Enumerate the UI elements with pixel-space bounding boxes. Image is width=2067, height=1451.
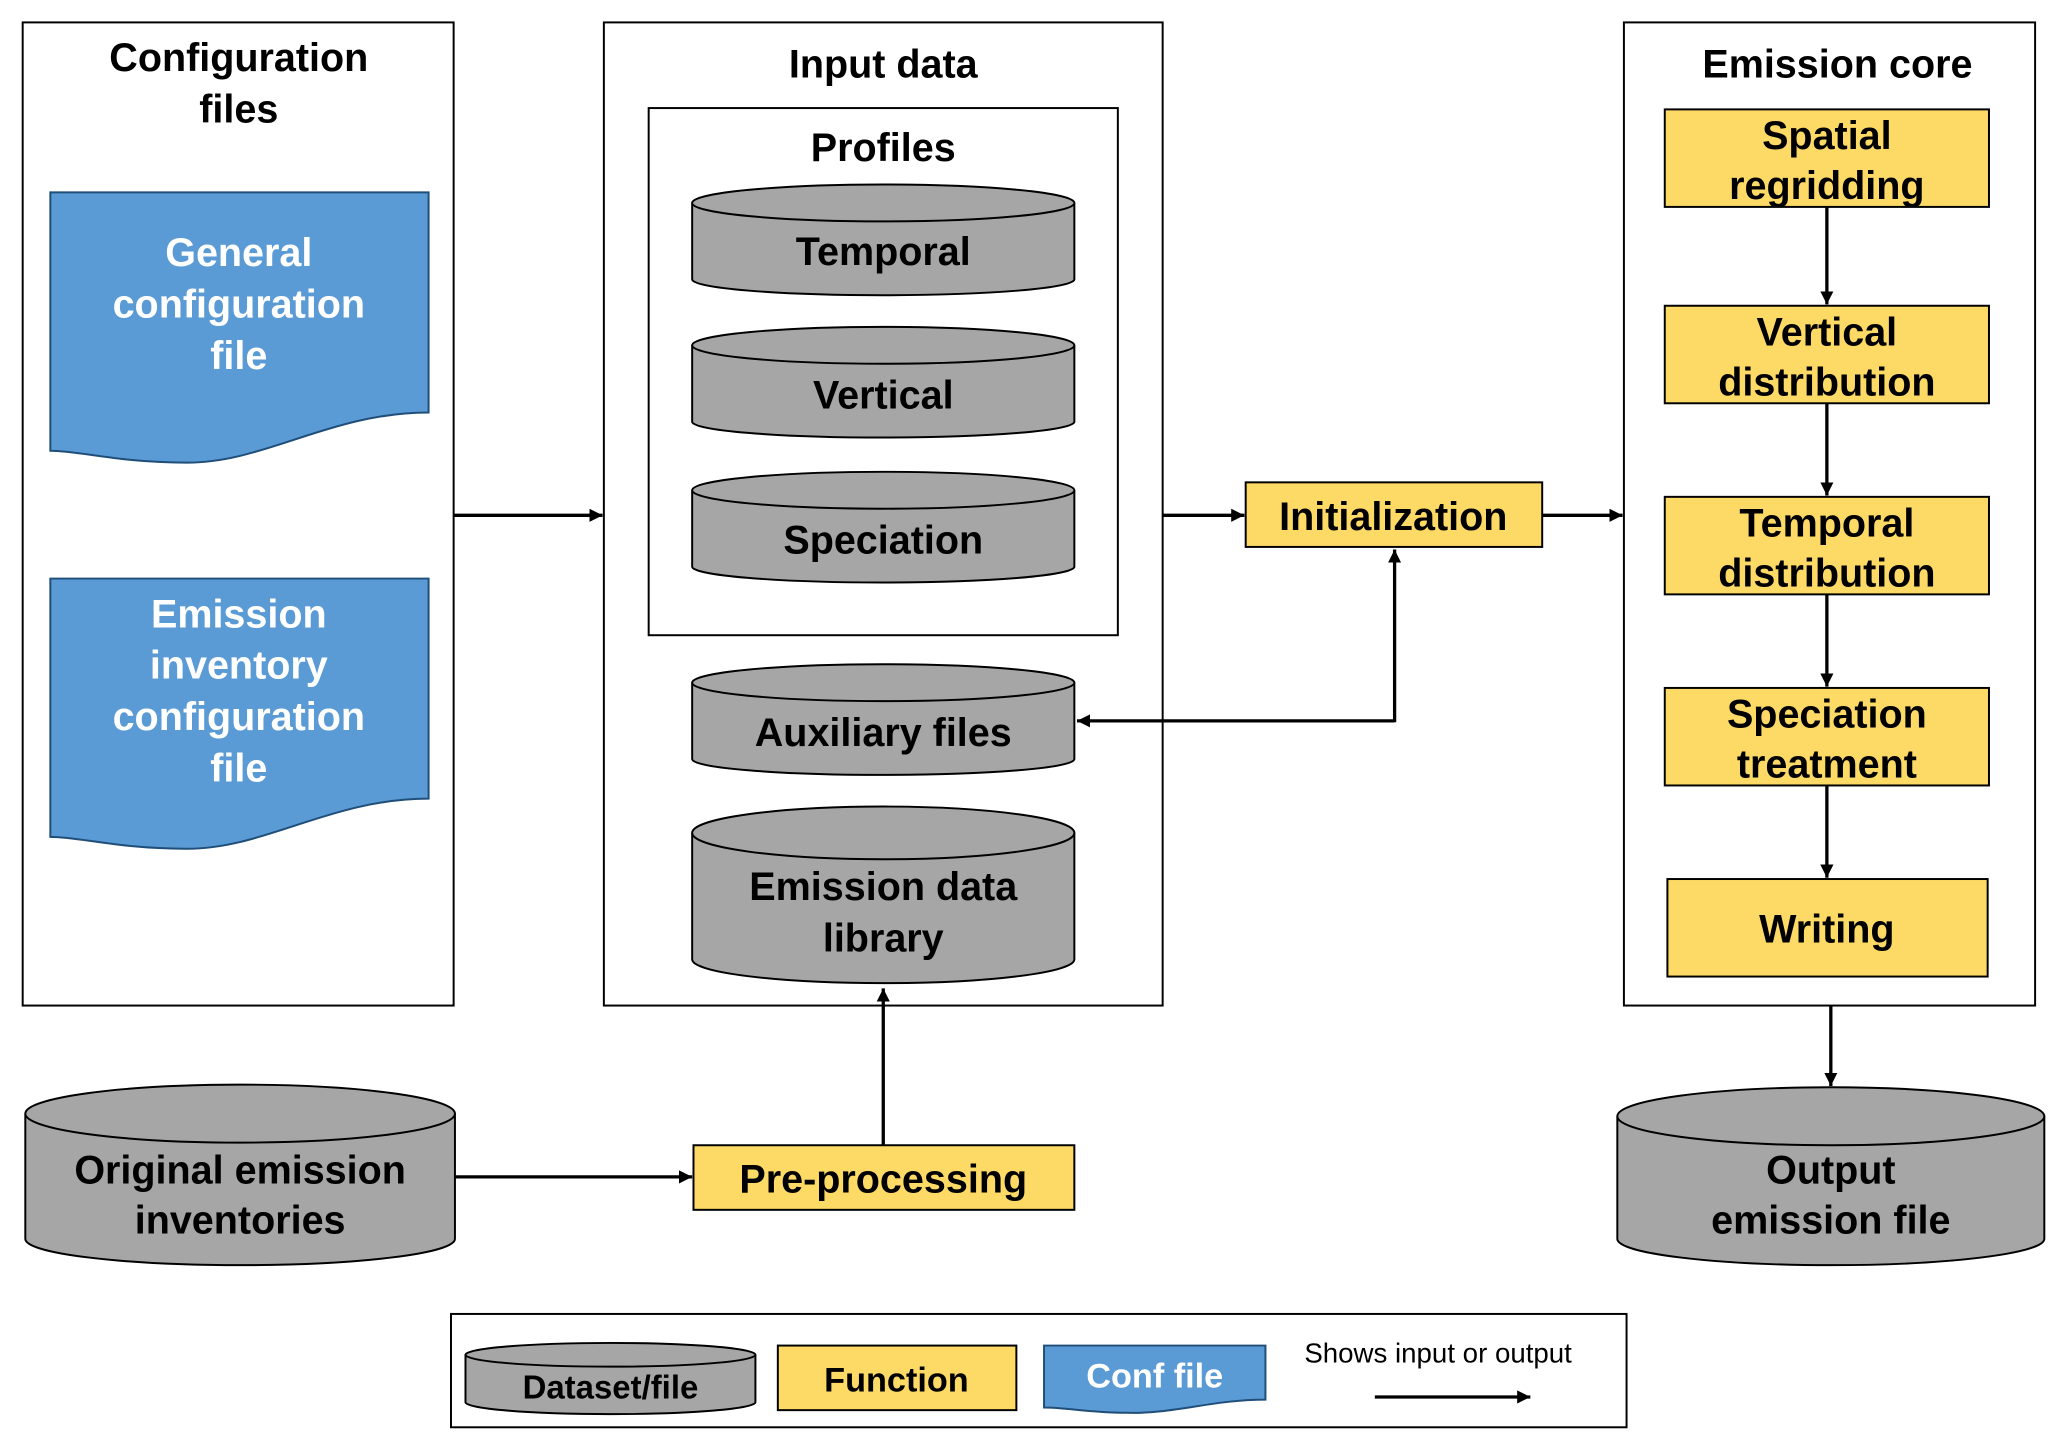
- writing-function: Writing: [1666, 878, 1989, 978]
- original-emission-inventories-line2: inventories: [135, 1199, 346, 1243]
- emission-data-library-line1: Emission data: [749, 865, 1018, 909]
- writing-box: [1666, 878, 1989, 978]
- vertical-distribution-line2: distribution: [1718, 360, 1935, 404]
- original-emission-inventories-dataset: Original emission inventories: [24, 1083, 456, 1267]
- speciation-profile-cylinder-body: [691, 490, 1076, 584]
- emission-core-group: Emission core Spatial regridding Vertica…: [1622, 21, 2037, 1007]
- output-emission-file-cylinder-top: [1616, 1086, 2046, 1147]
- temporal-profile-cylinder-body: [691, 202, 1076, 297]
- writing-label: Writing: [1759, 907, 1894, 951]
- configuration-files-frame: [21, 21, 455, 1007]
- configuration-files-title-line1: Configuration: [109, 36, 368, 80]
- input-data-title: Input data: [789, 43, 979, 87]
- spatial-regridding-box: [1663, 108, 1990, 208]
- temporal-profile-cylinder-top: [691, 183, 1076, 223]
- emission-data-library-dataset: Emission data library: [691, 805, 1076, 985]
- general-configuration-file-line2: configuration: [113, 283, 365, 327]
- initialization-function: Initialization: [1244, 481, 1544, 548]
- general-configuration-file-line3: file: [210, 334, 267, 378]
- auxiliary-files-label: Auxiliary files: [755, 711, 1012, 755]
- input-data-group: Input data Profiles Temporal Vertical Sp…: [602, 21, 1164, 1007]
- preprocessing-function: Pre-processing: [692, 1144, 1076, 1211]
- emission-inventory-configuration-file-line3: configuration: [113, 695, 365, 739]
- speciation-treatment-line2: treatment: [1737, 743, 1917, 787]
- legend-dataset-cylinder-top: [464, 1341, 757, 1368]
- vertical-profile-cylinder-top: [691, 325, 1076, 365]
- legend-dataset-label: Dataset/file: [523, 1368, 699, 1405]
- emission-inventory-configuration-file-line1: Emission: [151, 592, 327, 636]
- output-emission-file-line2: emission file: [1711, 1199, 1950, 1243]
- output-emission-file-dataset: Output emission file: [1616, 1086, 2046, 1267]
- original-emission-inventories-line1: Original emission: [74, 1148, 406, 1192]
- temporal-distribution-box: [1663, 495, 1990, 596]
- legend-function-box: [776, 1344, 1018, 1412]
- auxiliary-files-dataset: Auxiliary files: [691, 663, 1076, 776]
- legend-conf-file: Conf file: [1043, 1344, 1267, 1414]
- preprocessing-label: Pre-processing: [739, 1158, 1027, 1202]
- profiles-title: Profiles: [811, 126, 956, 170]
- configuration-files-title-line2: files: [199, 88, 278, 132]
- original-emission-inventories-cylinder-top: [24, 1083, 456, 1144]
- legend-function: Function: [776, 1344, 1018, 1412]
- general-configuration-file: General configuration file: [49, 191, 430, 464]
- initialization-box: [1244, 481, 1544, 548]
- temporal-profile-dataset: Temporal: [691, 183, 1076, 297]
- emission-data-library-line2: library: [823, 917, 944, 961]
- initialization-label: Initialization: [1279, 495, 1507, 539]
- output-emission-file-cylinder-body: [1616, 1116, 2046, 1267]
- emission-data-library-cylinder-body: [691, 832, 1076, 985]
- preprocessing-box: [692, 1144, 1076, 1211]
- emission-data-library-cylinder-top: [691, 805, 1076, 861]
- legend-conf-file-shape: [1043, 1344, 1267, 1414]
- configuration-files-group: Configuration files General configuratio…: [21, 21, 455, 1007]
- legend-conf-file-label: Conf file: [1086, 1358, 1223, 1396]
- general-configuration-file-shape: [49, 191, 430, 464]
- vertical-distribution-box: [1663, 304, 1990, 405]
- auxiliary-files-cylinder-top: [691, 663, 1076, 703]
- vertical-profile-dataset: Vertical: [691, 325, 1076, 439]
- output-emission-file-line1: Output: [1766, 1148, 1895, 1192]
- vertical-distribution-line1: Vertical: [1757, 310, 1898, 354]
- speciation-profile-cylinder-top: [691, 470, 1076, 510]
- auxiliary-files-cylinder-body: [691, 682, 1076, 776]
- legend-arrow: Shows input or output: [1304, 1338, 1572, 1404]
- legend: Dataset/file Function Conf file Shows in…: [450, 1312, 1628, 1429]
- legend-dataset: Dataset/file: [464, 1341, 757, 1416]
- emission-inventory-configuration-file: Emission inventory configuration file: [49, 577, 430, 850]
- vertical-profile-cylinder-body: [691, 345, 1076, 439]
- emission-inventory-configuration-file-line2: inventory: [150, 644, 328, 688]
- speciation-treatment-line1: Speciation: [1727, 692, 1927, 736]
- emission-inventory-configuration-file-line4: file: [210, 747, 267, 791]
- vertical-profile-label: Vertical: [813, 374, 954, 418]
- temporal-distribution-line2: distribution: [1718, 551, 1935, 595]
- legend-function-label: Function: [824, 1362, 969, 1400]
- legend-arrow-label: Shows input or output: [1304, 1338, 1572, 1369]
- speciation-treatment-box: [1663, 686, 1990, 787]
- speciation-profile-dataset: Speciation: [691, 470, 1076, 584]
- legend-dataset-cylinder-body: [464, 1354, 757, 1416]
- spatial-regridding-function: Spatial regridding: [1663, 108, 1990, 208]
- general-configuration-file-line1: General: [165, 231, 312, 275]
- speciation-profile-label: Speciation: [783, 519, 983, 563]
- vertical-distribution-function: Vertical distribution: [1663, 304, 1990, 405]
- temporal-distribution-function: Temporal distribution: [1663, 495, 1990, 596]
- temporal-distribution-line1: Temporal: [1739, 501, 1914, 545]
- emission-core-title: Emission core: [1702, 43, 1972, 87]
- spatial-regridding-line2: regridding: [1729, 164, 1924, 208]
- emission-inventory-configuration-file-shape: [49, 577, 430, 850]
- speciation-treatment-function: Speciation treatment: [1663, 686, 1990, 787]
- temporal-profile-label: Temporal: [796, 230, 971, 274]
- spatial-regridding-line1: Spatial: [1762, 114, 1892, 158]
- connector-arrows: [453, 206, 1838, 1184]
- original-emission-inventories-cylinder-body: [24, 1113, 456, 1267]
